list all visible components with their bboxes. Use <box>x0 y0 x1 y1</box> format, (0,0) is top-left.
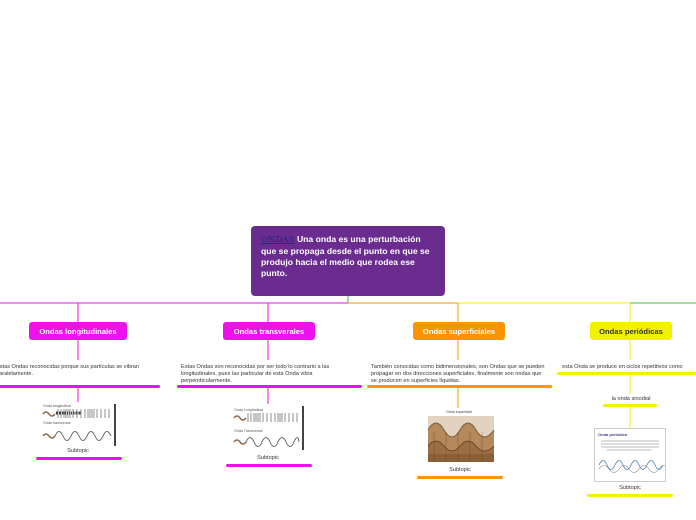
underline-transverales <box>177 385 362 388</box>
img2-label-transversal: Onda Transversal <box>234 429 263 433</box>
subtopic-superficiales[interactable]: Subtopic <box>420 467 500 473</box>
image-onda-periodica[interactable]: Onda periódica <box>594 428 666 482</box>
desc-transverales[interactable]: Estas Ondas son reconocidas por ser todo… <box>181 364 353 385</box>
image-transversal[interactable]: Onda Longitudinal Onda Transversal <box>231 404 307 452</box>
desc-superficiales[interactable]: También conocidas como bidimensionales, … <box>371 364 545 385</box>
topic-superficiales[interactable]: Ondas superficiales <box>413 322 505 340</box>
subtopic-longitudinales[interactable]: Subtopic <box>38 448 118 454</box>
img-label-transversal: Onda transversal <box>43 421 71 425</box>
image-onda-superficial[interactable]: Onda superficial <box>424 408 496 464</box>
underline-subtopic-longitudinales <box>36 457 122 460</box>
img2-label-longitudinal: Onda Longitudinal <box>234 408 263 412</box>
topic-periodicas[interactable]: Ondas periódicas <box>590 322 672 340</box>
desc-longitudinales[interactable]: Estas Ondas reconocidas porque sus partí… <box>0 364 156 378</box>
subtopic-transverales[interactable]: Subtopic <box>228 455 308 461</box>
img3-label-superficial: Onda superficial <box>446 410 472 414</box>
root-keyword: ONDAS <box>261 235 295 245</box>
topic-longitudinales[interactable]: Ondas longitudinales <box>29 322 127 340</box>
image-longitudinal-transversal[interactable]: Onda longitudinal Onda transversal <box>40 402 118 448</box>
desc-periodicas[interactable]: esta Onda se produce en ciclos repetitiv… <box>562 364 696 372</box>
underline-subtopic-superficiales <box>417 476 503 479</box>
img-label-longitudinal: Onda longitudinal <box>43 404 71 408</box>
subtopic-periodicas[interactable]: Subtopic <box>590 485 670 491</box>
img4-label-periodica: Onda periódica <box>598 432 628 437</box>
underline-subtopic-transverales <box>226 464 312 467</box>
underline-longitudinales <box>0 385 160 388</box>
underline-periodicas <box>557 372 696 375</box>
central-topic[interactable]: ONDAS Una onda es una perturbación que s… <box>251 226 445 296</box>
topic-transverales[interactable]: Ondas transverales <box>223 322 315 340</box>
underline-onda-sinodial <box>603 404 657 407</box>
node-onda-sinodial[interactable]: la onda sinodial <box>596 396 666 402</box>
underline-subtopic-periodicas <box>587 494 673 497</box>
underline-superficiales <box>367 385 552 388</box>
